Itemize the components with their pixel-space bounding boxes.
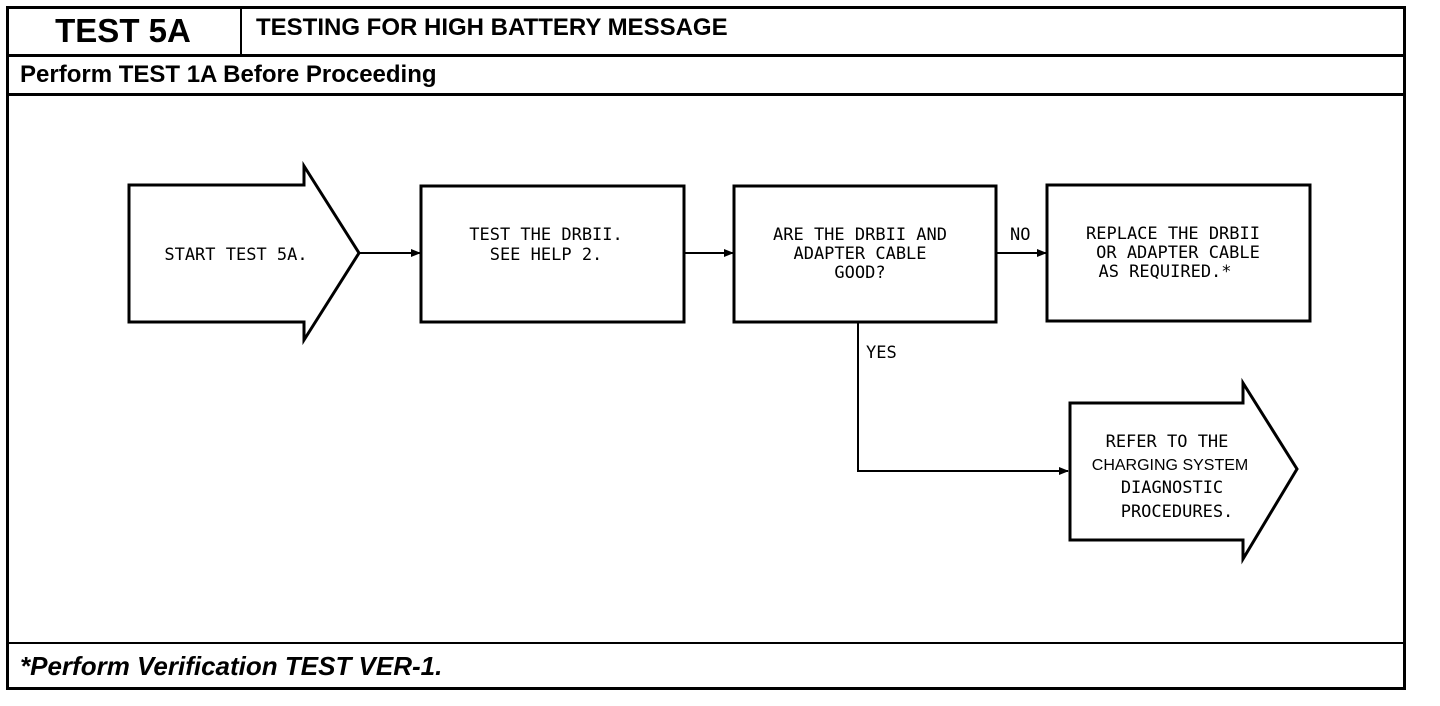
decision-line-1: ARE THE DRBII AND [773, 225, 947, 245]
start-node-text: START TEST 5A. [164, 245, 307, 265]
refer-line-1: REFER TO THE [1106, 432, 1229, 452]
start-node: START TEST 5A. [127, 160, 361, 346]
replace-line-1: REPLACE THE DRBII [1086, 224, 1260, 244]
test-id-label: TEST 5A [55, 12, 191, 49]
replace-line-3: AS REQUIRED.* [1098, 262, 1231, 282]
test-drb-node: TEST THE DRBII. SEE HELP 2. [419, 184, 686, 324]
refer-line-2: CHARGING SYSTEM [1092, 457, 1248, 474]
test-drb-line-1: TEST THE DRBII. [469, 225, 623, 245]
footer-divider [6, 642, 1406, 644]
test-title: TESTING FOR HIGH BATTERY MESSAGE [256, 14, 728, 41]
test-id: TEST 5A [6, 6, 242, 56]
decision-line-2: ADAPTER CABLE [793, 244, 926, 264]
decision-line-3: GOOD? [834, 263, 885, 283]
prerequisite-divider [6, 93, 1406, 96]
prerequisite-note: Perform TEST 1A Before Proceeding [20, 61, 437, 88]
refer-node: REFER TO THE CHARGING SYSTEM DIAGNOSTIC … [1068, 377, 1299, 565]
header-divider [6, 54, 1406, 57]
replace-node: REPLACE THE DRBII OR ADAPTER CABLE AS RE… [1045, 183, 1312, 323]
yes-label: YES [866, 343, 897, 363]
decision-node: ARE THE DRBII AND ADAPTER CABLE GOOD? [732, 184, 998, 324]
test-drb-line-2: SEE HELP 2. [490, 245, 603, 265]
procedure-frame [6, 6, 1406, 690]
connector-yes [857, 322, 1069, 475]
refer-line-4: PROCEDURES. [1121, 502, 1234, 522]
replace-line-2: OR ADAPTER CABLE [1096, 243, 1260, 263]
verification-note: *Perform Verification TEST VER-1. [20, 651, 443, 681]
refer-line-3: DIAGNOSTIC [1121, 478, 1223, 498]
no-label: NO [1010, 225, 1030, 245]
